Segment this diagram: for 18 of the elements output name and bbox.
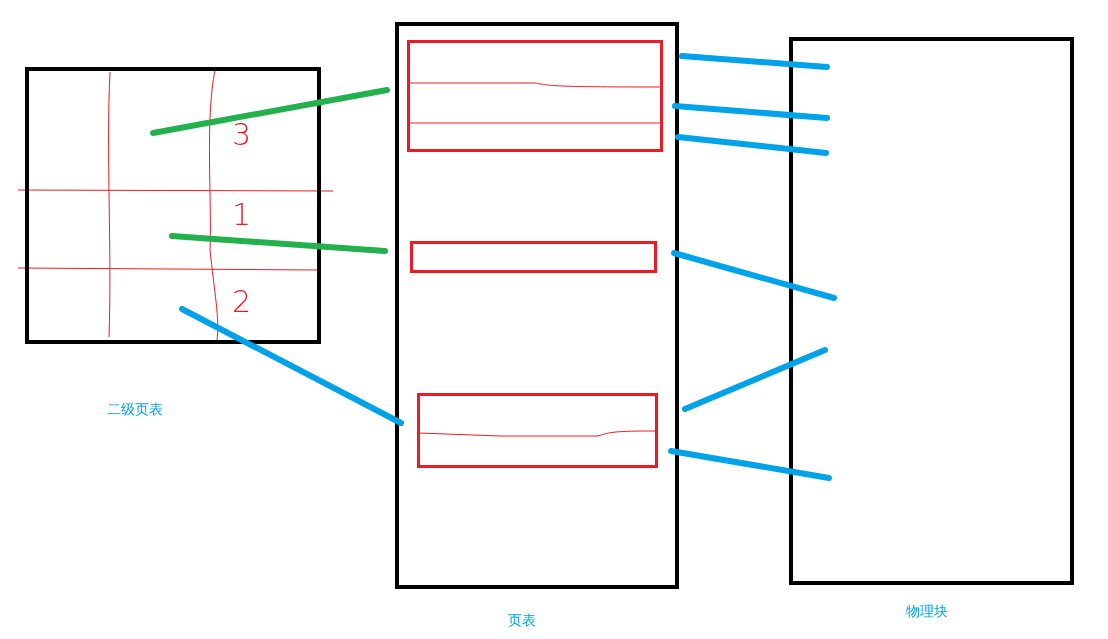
entry-box: [407, 40, 663, 152]
connector-line: [671, 250, 837, 301]
entry-box: [417, 393, 658, 468]
connector-line: [169, 233, 388, 254]
box-label: 二级页表: [107, 401, 163, 419]
entry-box: [410, 241, 657, 273]
box-label: 页表: [508, 612, 536, 630]
connector-line: [675, 134, 829, 156]
box-label: 物理块: [906, 603, 948, 621]
connector-line: [672, 103, 830, 121]
entry-number: 2: [232, 287, 252, 317]
connector-line: [179, 306, 404, 426]
entry-number: 3: [232, 120, 252, 150]
connector-line: [668, 448, 832, 481]
connector-line: [679, 53, 830, 70]
connector-line: [150, 87, 390, 136]
entry-number: 1: [232, 200, 252, 230]
connector-line: [682, 347, 828, 412]
